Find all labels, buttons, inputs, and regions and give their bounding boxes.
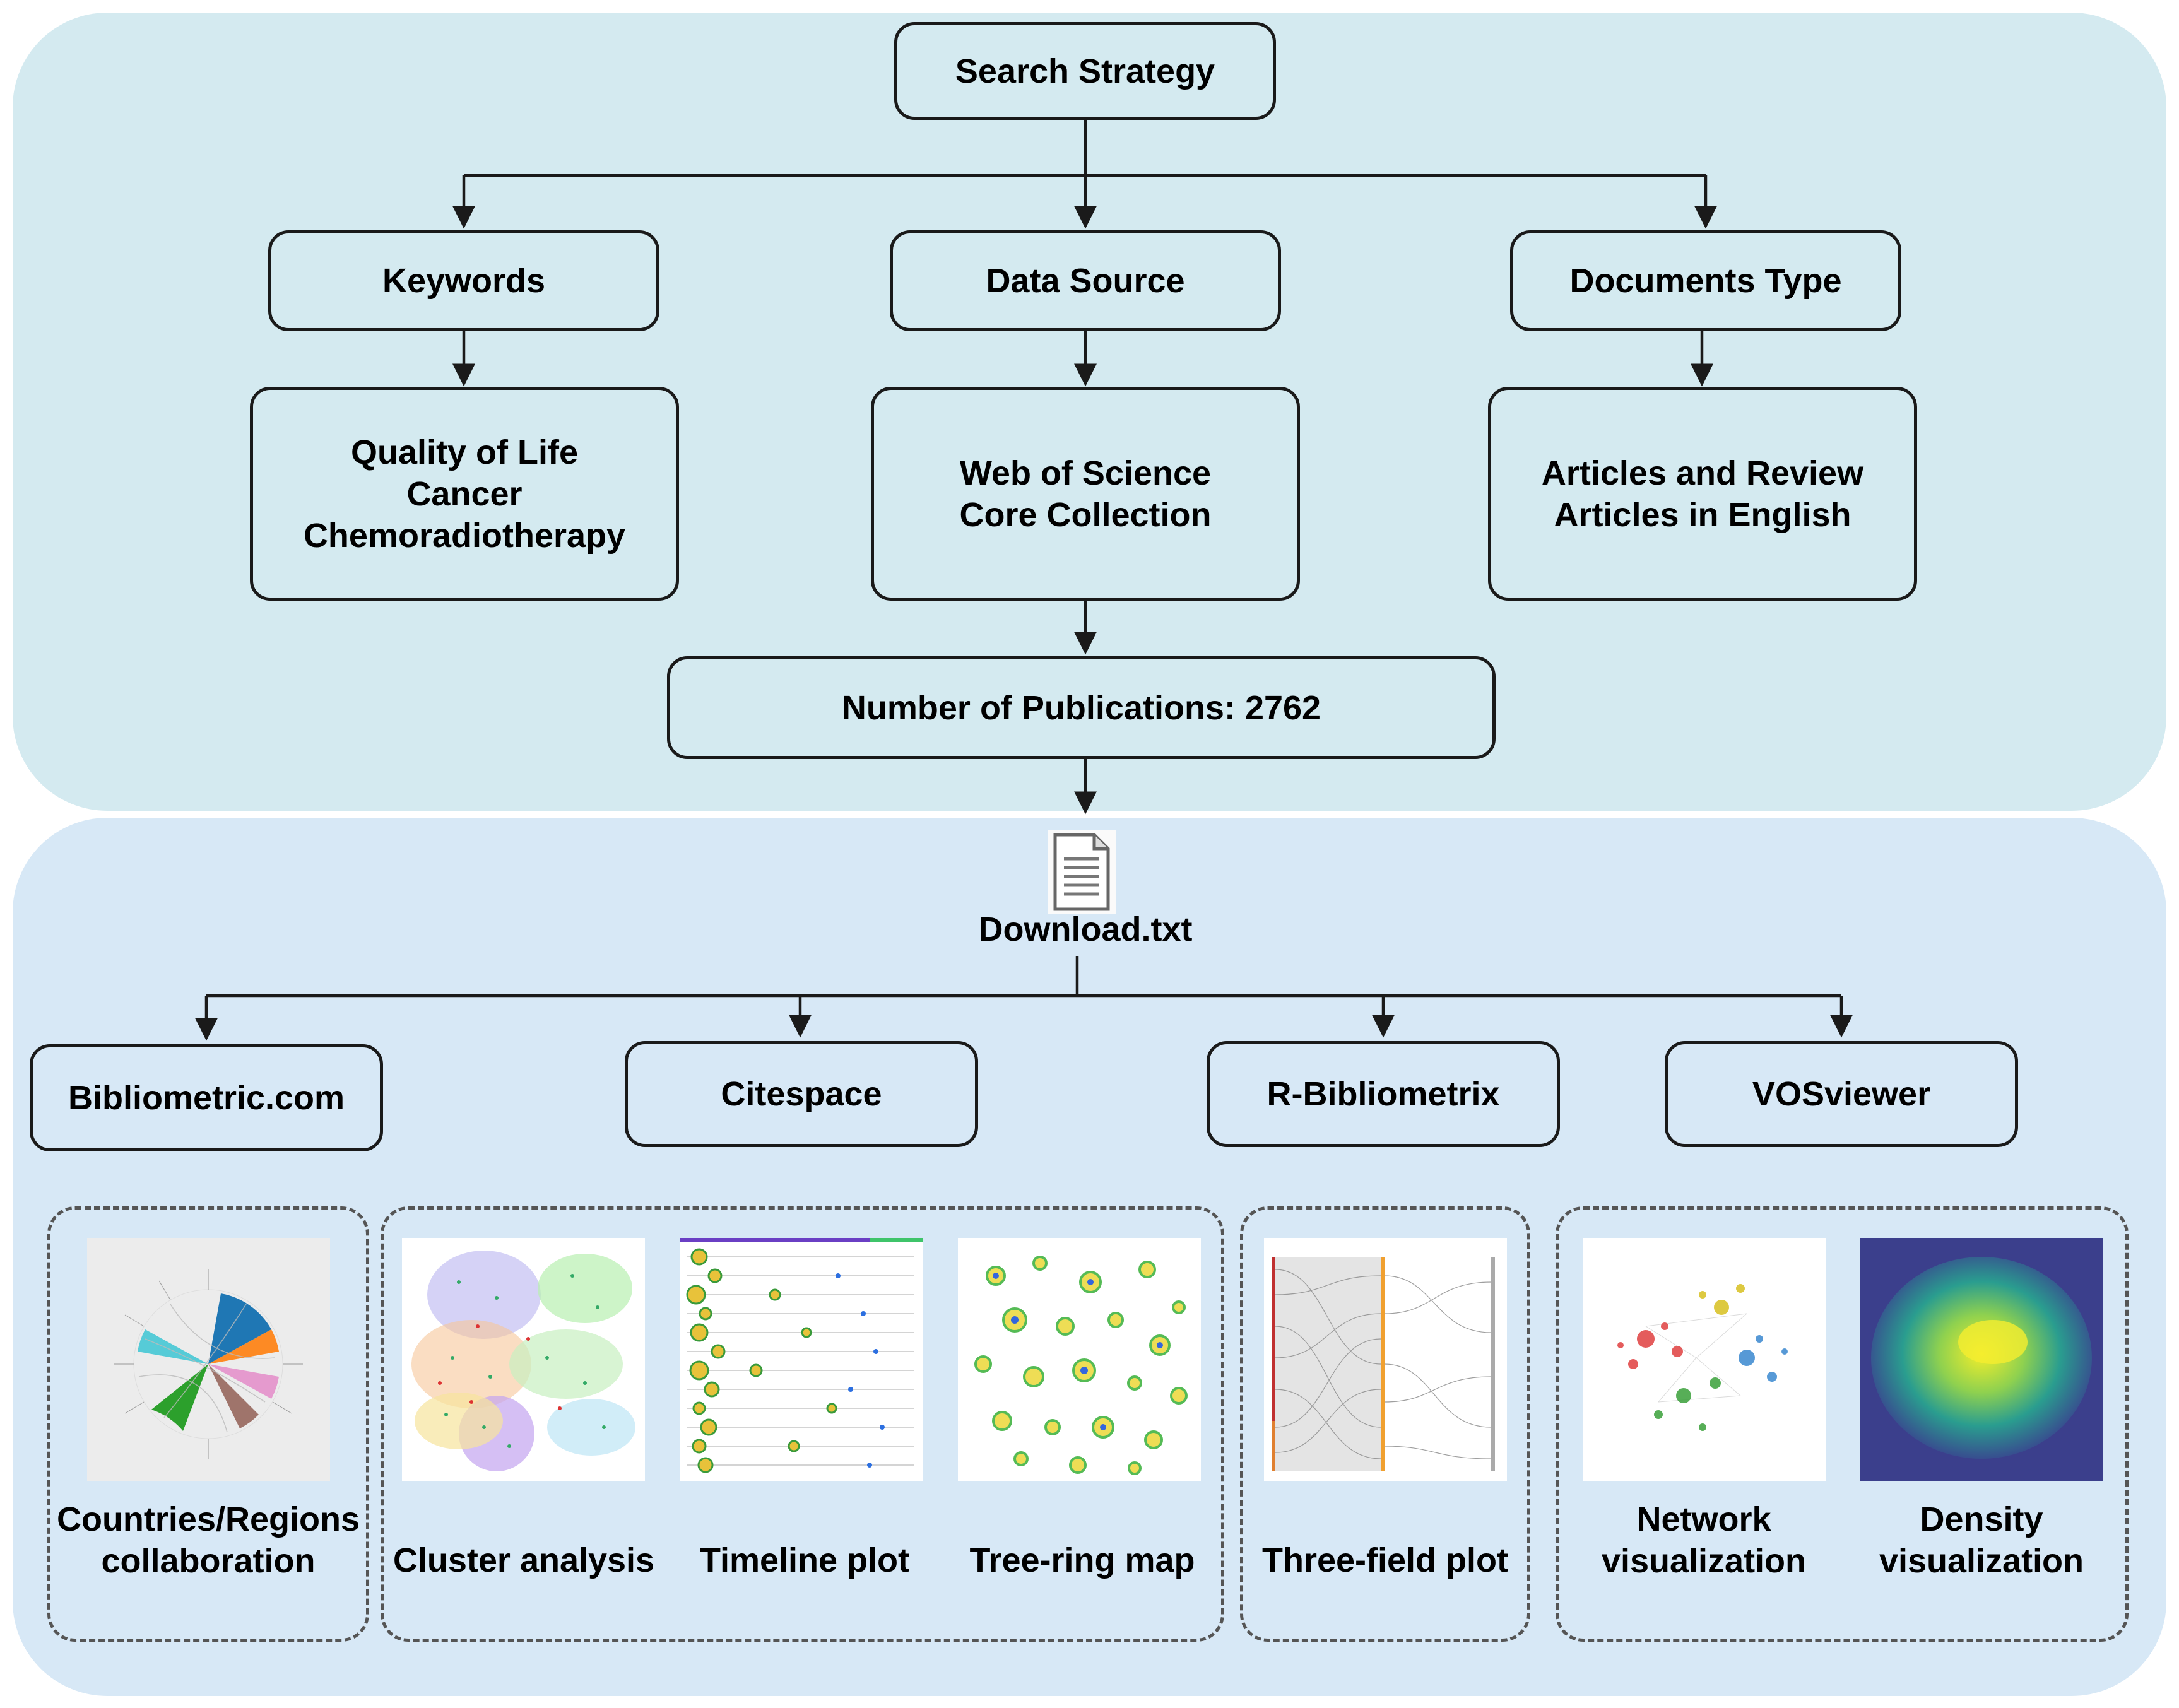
type-detail-box: Articles and Review Articles in English: [1488, 387, 1917, 601]
tool-vosviewer-box: VOSviewer: [1665, 1041, 2018, 1147]
caption-cluster-analysis: Cluster analysis: [393, 1541, 655, 1579]
tool-bibliometrix-box: R-Bibliometrix: [1207, 1041, 1560, 1147]
keywords-detail-box: Quality of Life Cancer Chemoradiotherapy: [250, 387, 679, 601]
network-visualization-thumbnail: [1583, 1238, 1826, 1481]
publications-box: Number of Publications: 2762: [667, 656, 1496, 759]
caption-network-visualization: Network visualization: [1601, 1500, 1807, 1580]
caption-countries-collaboration: Countries/Regions collaboration: [56, 1500, 360, 1580]
vosviewer-output-group: [1556, 1206, 2129, 1642]
tree-ring-map-thumbnail: [958, 1238, 1201, 1481]
bibliometric-output-group: [47, 1206, 369, 1642]
documents-type-box: Documents Type: [1510, 230, 1901, 331]
timeline-plot-thumbnail: [680, 1238, 923, 1481]
source-detail-box: Web of Science Core Collection: [871, 387, 1300, 601]
search-strategy-box: Search Strategy: [894, 22, 1276, 120]
citespace-output-group: [381, 1206, 1224, 1642]
tool-citespace-box: Citespace: [625, 1041, 978, 1147]
document-icon: [1046, 828, 1117, 916]
cluster-analysis-thumbnail: [402, 1238, 645, 1481]
three-field-plot-thumbnail: [1264, 1238, 1507, 1481]
bibliometrix-output-group: [1240, 1206, 1530, 1642]
download-file-label: Download.txt: [978, 910, 1193, 948]
caption-three-field-plot: Three-field plot: [1262, 1541, 1508, 1579]
keywords-box: Keywords: [268, 230, 659, 331]
density-visualization-thumbnail: [1860, 1238, 2103, 1481]
chord-diagram-thumbnail: [87, 1238, 330, 1481]
caption-density-visualization: Density visualization: [1879, 1500, 2084, 1580]
caption-timeline-plot: Timeline plot: [699, 1541, 910, 1579]
tool-bibliometric-box: Bibliometric.com: [30, 1044, 383, 1151]
data-source-box: Data Source: [890, 230, 1281, 331]
caption-tree-ring-map: Tree-ring map: [969, 1541, 1195, 1579]
